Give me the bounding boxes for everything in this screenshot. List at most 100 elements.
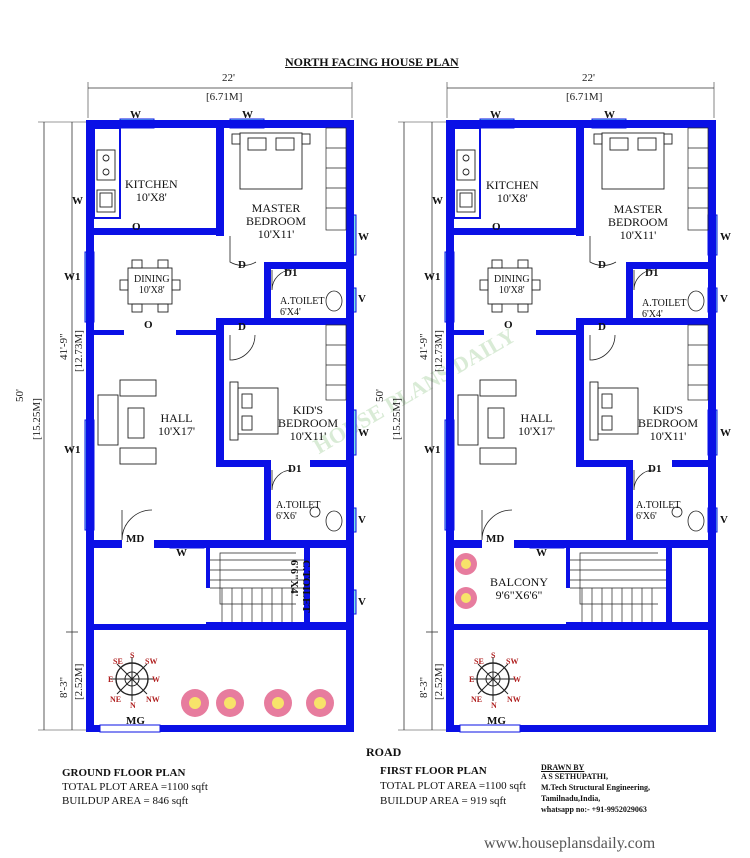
hall-name: HALL <box>520 411 553 425</box>
window-label: W <box>720 231 731 243</box>
compass-ne: NE <box>471 695 483 704</box>
compass-s: S <box>491 651 496 660</box>
master-name: MASTER <box>613 202 663 216</box>
website-link[interactable]: www.houseplansdaily.com <box>484 835 656 852</box>
ventilator-label: V <box>358 596 366 608</box>
ground-front-len-ft: 8'-3" <box>58 676 70 698</box>
window-label: W <box>358 231 369 243</box>
ground-floor-heading: GROUND FLOOR PLAN <box>62 767 186 779</box>
main-door-label: MD <box>126 533 145 545</box>
compass-se: SE <box>474 657 484 666</box>
bedroom-name: BEDROOM <box>638 416 699 430</box>
ventilator-label: V <box>720 514 728 526</box>
master-name: MASTER <box>251 201 301 215</box>
kids-name: KID'S <box>652 403 684 417</box>
door-label: D1 <box>645 267 659 279</box>
ventilator-label: V <box>358 514 366 526</box>
bedroom-name: BEDROOM <box>278 416 339 430</box>
common-toilet-size: 6'6"X4' <box>288 560 300 597</box>
toilet-size: 6'X4' <box>280 307 301 318</box>
dining-size: 10'X8' <box>498 285 525 296</box>
window-label: W <box>358 427 369 439</box>
window-label: W1 <box>64 444 81 456</box>
door-label: D <box>598 259 606 271</box>
ground-width-m: [6.71M] <box>206 91 243 103</box>
ground-house-len-m: [12.73M] <box>73 330 85 372</box>
author-phone: whatsapp no:- +91-9952029063 <box>541 805 647 814</box>
opening-label: O <box>132 221 141 233</box>
toilet-size: 6'X4' <box>642 309 663 320</box>
window-label: W <box>720 427 731 439</box>
master-size: 10'X11' <box>619 228 657 242</box>
window-label: W <box>536 547 547 559</box>
drawn-by-label: DRAWN BY <box>541 763 585 772</box>
first-buildup-area: BUILDUP AREA = 919 sqft <box>380 795 507 807</box>
main-gate-label: MG <box>487 715 506 727</box>
door-label: D1 <box>288 463 302 475</box>
ground-width-ft: 22' <box>222 72 235 84</box>
toilet-name: A.TOILET <box>280 296 325 307</box>
first-floor-plan <box>398 82 718 733</box>
kids-name: KID'S <box>292 403 324 417</box>
ground-plot-area: TOTAL PLOT AREA =1100 sqft <box>62 781 208 793</box>
first-house-len-m: [12.73M] <box>433 330 445 372</box>
ground-total-len-ft: 50' <box>14 389 26 402</box>
first-total-len-m: [15.25M] <box>391 398 403 440</box>
kitchen-size: 10'X8' <box>135 190 167 204</box>
first-width-ft: 22' <box>582 72 595 84</box>
balcony-name: BALCONY <box>490 575 549 589</box>
window-label: W1 <box>64 271 81 283</box>
door-label: D1 <box>284 267 298 279</box>
first-width-m: [6.71M] <box>566 91 603 103</box>
ground-floor-plan <box>0 0 375 740</box>
toilet-name: A.TOILET <box>636 500 681 511</box>
dining-name: DINING <box>134 274 170 285</box>
first-front-len-m: [2.52M] <box>433 663 445 700</box>
dining-size: 10'X8' <box>138 285 165 296</box>
window-label: W <box>604 109 615 121</box>
common-toilet-name: C.TOILET <box>300 560 312 613</box>
compass-w: W <box>152 675 160 684</box>
window-label: W <box>242 109 253 121</box>
window-label: W <box>176 547 187 559</box>
first-house-len-ft: 41'-9" <box>418 333 430 360</box>
compass-sw: SW <box>145 657 158 666</box>
compass-se: SE <box>113 657 123 666</box>
window-label: W <box>72 195 83 207</box>
compass-sw: SW <box>506 657 519 666</box>
door-label: D1 <box>648 463 662 475</box>
toilet-name: A.TOILET <box>642 298 687 309</box>
first-total-len-ft: 50' <box>374 389 386 402</box>
compass-nw: NW <box>507 695 521 704</box>
opening-label: O <box>504 319 513 331</box>
dining-name: DINING <box>494 274 530 285</box>
compass-s: S <box>130 651 135 660</box>
door-label: D <box>238 259 246 271</box>
window-label: W <box>130 109 141 121</box>
door-label: D <box>238 321 246 333</box>
kids-size: 10'X11' <box>289 429 327 443</box>
ground-house-len-ft: 41'-9" <box>58 333 70 360</box>
window-label: W <box>490 109 501 121</box>
compass-w: W <box>513 675 521 684</box>
author-place: Tamilnadu,India, <box>541 794 601 803</box>
compass-ne: NE <box>110 695 122 704</box>
door-label: D <box>598 321 606 333</box>
toilet-name: A.TOILET <box>276 500 321 511</box>
ventilator-label: V <box>720 293 728 305</box>
first-floor-drawing <box>398 82 718 733</box>
compass-n: N <box>130 701 136 710</box>
compass-nw: NW <box>146 695 160 704</box>
author-degree: M.Tech Structural Engineering, <box>541 783 651 792</box>
